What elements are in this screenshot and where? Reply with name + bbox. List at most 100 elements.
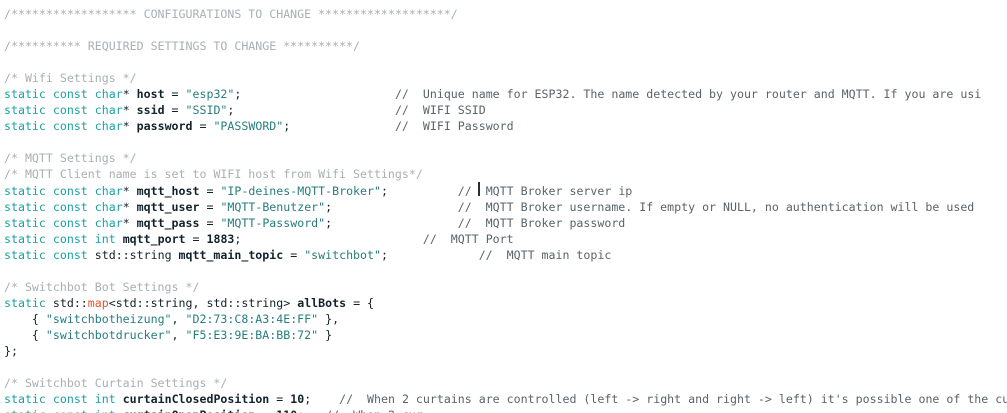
- code-line[interactable]: static const char* mqtt_user = "MQTT-Ben…: [4, 199, 1007, 215]
- code-line[interactable]: static const char* password = "PASSWORD"…: [4, 118, 1007, 134]
- code-token-plain: [46, 296, 53, 310]
- code-token-str: "D2:73:C8:A3:4E:FF": [185, 311, 319, 326]
- code-token-str: "F5:E3:9E:BA:BB:72": [185, 327, 319, 342]
- code-token-kw: static: [4, 392, 46, 407]
- code-token-kw: const: [52, 199, 88, 214]
- code-token-cmt: /* Wifi Settings */: [4, 71, 137, 86]
- code-line[interactable]: { "switchbotheizung", "D2:73:C8:A3:4E:FF…: [4, 311, 1007, 327]
- code-token-punc: *: [122, 103, 137, 118]
- code-line[interactable]: [4, 54, 1007, 70]
- code-token-kw: const: [52, 87, 88, 102]
- code-token-kw: static: [4, 247, 46, 262]
- code-token-plain: [88, 119, 95, 133]
- code-token-ident: mqtt_user: [136, 199, 200, 214]
- code-token-plain: =: [164, 87, 186, 102]
- code-token-plain: [241, 232, 422, 246]
- code-line[interactable]: [4, 359, 1007, 375]
- code-token-lcmt: // Unique name for ESP32. The name detec…: [394, 87, 982, 102]
- code-line[interactable]: static const int curtainOpenPosition = 1…: [4, 407, 1007, 413]
- code-token-cmt: /********** REQUIRED SETTINGS TO CHANGE …: [4, 39, 360, 54]
- code-token-plain: =: [255, 408, 276, 413]
- code-token-plain: [332, 200, 458, 214]
- code-token-str: "switchbotheizung": [45, 311, 172, 326]
- code-token-plain: [172, 248, 179, 262]
- code-token-punc: ;: [380, 247, 388, 262]
- code-token-plain: [88, 408, 95, 413]
- code-token-type: std::string: [206, 295, 284, 310]
- code-line[interactable]: static const char* mqtt_pass = "MQTT-Pas…: [4, 215, 1007, 231]
- code-line[interactable]: [4, 134, 1007, 150]
- code-token-plain: [116, 408, 123, 413]
- code-token-plain: };: [4, 343, 18, 358]
- code-line[interactable]: static const char* mqtt_host = "IP-deine…: [4, 183, 1007, 199]
- text-caret: [478, 182, 480, 196]
- code-token-plain: [88, 103, 95, 117]
- code-token-kw: int: [94, 392, 116, 407]
- code-token-kw: static: [4, 183, 46, 198]
- code-line[interactable]: [4, 263, 1007, 279]
- code-line[interactable]: [4, 22, 1007, 38]
- code-line[interactable]: /* Switchbot Bot Settings */: [4, 279, 1007, 295]
- code-token-lcmt: // WIFI Password: [394, 119, 514, 134]
- code-token-punc: *: [122, 119, 137, 134]
- code-token-punc: *: [122, 199, 137, 214]
- code-token-kw: char: [94, 215, 123, 230]
- code-token-punc: *: [122, 215, 137, 230]
- code-token-punc: *: [122, 183, 137, 198]
- code-token-kw: static: [4, 87, 46, 102]
- code-token-punc: *: [122, 87, 137, 102]
- code-line[interactable]: /* MQTT Settings */: [4, 150, 1007, 166]
- code-token-str: "PASSWORD": [213, 119, 284, 134]
- code-token-kw: static: [4, 231, 46, 246]
- code-token-plain: [88, 248, 95, 262]
- code-token-kw: const: [52, 215, 88, 230]
- code-token-punc: ;: [304, 392, 312, 407]
- code-token-type: std::: [52, 295, 88, 310]
- code-token-kw: char: [94, 87, 123, 102]
- code-line[interactable]: /* Switchbot Curtain Settings */: [4, 375, 1007, 391]
- code-line[interactable]: static const char* ssid = "SSID"; // WIF…: [4, 102, 1007, 118]
- code-token-plain: [388, 184, 458, 198]
- code-line[interactable]: /* Wifi Settings */: [4, 70, 1007, 86]
- code-token-lcmt: // When 2 cur: [325, 408, 423, 413]
- code-token-kw: static: [4, 295, 46, 310]
- code-line[interactable]: static const std::string mqtt_main_topic…: [4, 247, 1007, 263]
- code-token-plain: [116, 392, 123, 406]
- code-token-plain: {: [4, 327, 46, 342]
- code-line[interactable]: };: [4, 343, 1007, 359]
- code-line[interactable]: static const char* host = "esp32"; // Un…: [4, 86, 1007, 102]
- code-line[interactable]: static const int curtainClosedPosition =…: [4, 391, 1007, 407]
- code-token-ident: ssid: [136, 103, 165, 118]
- code-token-str: "switchbotdrucker": [45, 327, 172, 342]
- code-token-plain: [46, 408, 53, 413]
- code-token-lcmt: // MQTT Port: [422, 231, 514, 246]
- code-line[interactable]: static const int mqtt_port = 1883; // MQ…: [4, 231, 1007, 247]
- code-line[interactable]: static std::map<std::string, std::string…: [4, 295, 1007, 311]
- code-token-plain: [116, 232, 123, 246]
- code-line[interactable]: /********** REQUIRED SETTINGS TO CHANGE …: [4, 38, 1007, 54]
- code-token-str: "MQTT-Benutzer": [220, 199, 326, 214]
- code-token-ident: host: [136, 87, 165, 102]
- code-token-plain: [290, 119, 395, 133]
- code-token-str: "MQTT-Password": [220, 215, 326, 230]
- code-token-type: std::string: [94, 247, 172, 262]
- code-line[interactable]: { "switchbotdrucker", "F5:E3:9E:BA:BB:72…: [4, 327, 1007, 343]
- code-token-plain: [88, 216, 95, 230]
- code-token-cmt: /* Switchbot Curtain Settings */: [4, 376, 228, 391]
- code-line[interactable]: /****************** CONFIGURATIONS TO CH…: [4, 6, 1007, 22]
- code-token-type: std::string: [115, 295, 193, 310]
- code-token-stdcls: map: [87, 295, 109, 310]
- code-token-plain: [46, 87, 53, 101]
- code-token-kw: const: [52, 392, 88, 407]
- code-token-str: "IP-deines-MQTT-Broker": [220, 183, 381, 198]
- code-token-kw: const: [52, 119, 88, 134]
- code-token-punc: <: [108, 295, 116, 310]
- code-token-ident: mqtt_pass: [136, 215, 200, 230]
- code-token-num: 110: [276, 408, 297, 413]
- code-token-lcmt: // WIFI SSID: [394, 103, 486, 118]
- code-token-punc: ;: [234, 87, 242, 102]
- code-line[interactable]: /* MQTT Client name is set to WIFI host …: [4, 166, 1007, 182]
- code-token-punc: ;: [234, 231, 242, 246]
